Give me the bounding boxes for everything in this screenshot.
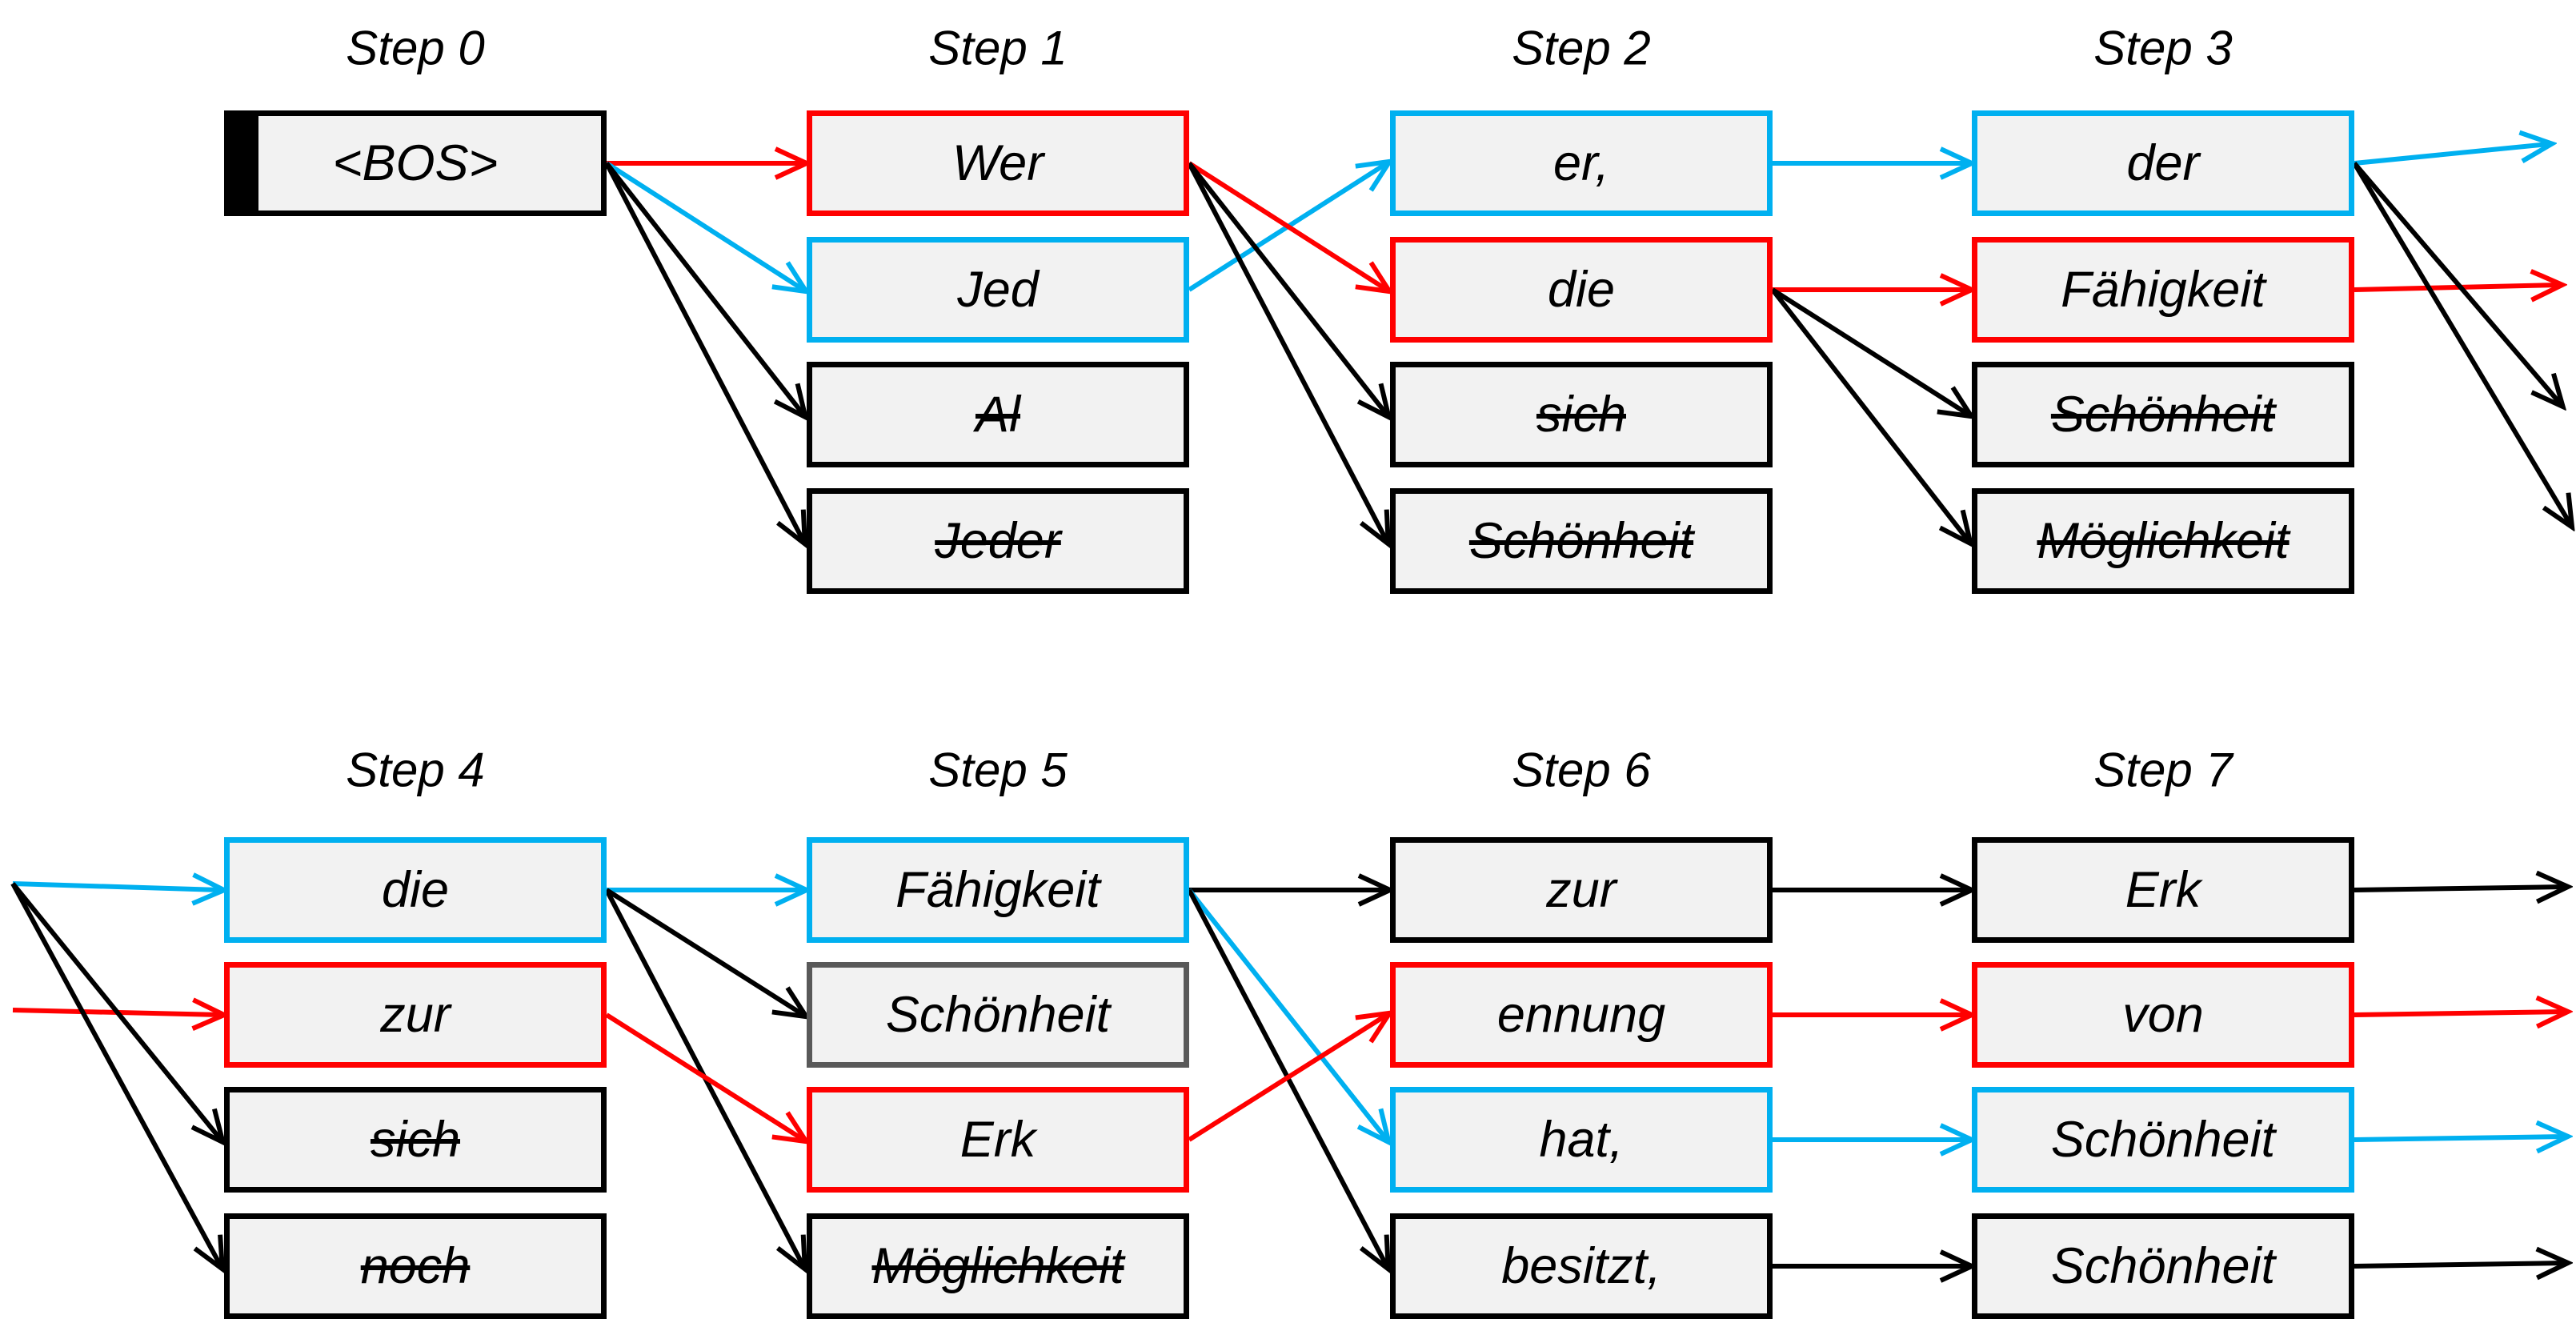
token-text: Fähigkeit [895, 862, 1100, 918]
token-box-s1-r1: Jed [807, 237, 1189, 343]
token-box-s3-r0: der [1972, 110, 2354, 216]
arrow-black-s3r0-exit-2 [2352, 162, 2561, 404]
step-label-0: Step 0 [346, 21, 485, 75]
token-box-s4-r0: die [224, 837, 607, 943]
token-box-s3-r1: Fähigkeit [1972, 237, 2354, 343]
token-box-s2-r2: sich [1390, 362, 1773, 467]
token-text: die [381, 862, 450, 918]
arrow-blue-s1r1-to-s2r0 [1188, 163, 1387, 292]
step-label-1: Step 1 [928, 21, 1068, 75]
bos-start-bar [230, 116, 258, 210]
token-text: Möglichkeit [2037, 513, 2290, 569]
token-text: der [2126, 135, 2200, 191]
token-text: Schönheit [1468, 513, 1694, 569]
token-text: Wer [951, 135, 1044, 191]
token-box-s7-r3: Schönheit [1972, 1213, 2354, 1319]
token-text: Jeder [935, 513, 1061, 569]
token-box-s5-r2: Erk [807, 1087, 1189, 1193]
token-text: Schönheit [2050, 1238, 2276, 1294]
token-box-s5-r1: Schönheit [807, 962, 1189, 1068]
arrow-blue-entry-to-s4r0 [12, 884, 221, 890]
token-text: Jed [957, 262, 1039, 318]
arrow-black-s1r0-to-s2r2 [1187, 162, 1387, 415]
token-text: zur [380, 987, 451, 1043]
token-box-s6-r0: zur [1390, 837, 1773, 943]
token-text: von [2122, 987, 2204, 1043]
arrow-blue-s5r0-to-s6r2 [1187, 888, 1387, 1140]
token-text: Erk [959, 1112, 1036, 1168]
step-label-7: Step 7 [2093, 743, 2233, 797]
arrow-black-s0r0-to-s1r3 [604, 162, 803, 541]
token-box-s4-r1: zur [224, 962, 607, 1068]
arrow-black-s5r0-to-s6r3 [1187, 888, 1387, 1266]
arrow-black-s4r0-to-s5r3 [604, 888, 803, 1266]
arrow-black-entry-to-s4r3 [10, 882, 221, 1266]
arrow-black-s7r0-exit-4 [2354, 887, 2565, 890]
token-text: Erk [2125, 862, 2201, 918]
token-box-s6-r3: besitzt, [1390, 1213, 1773, 1319]
token-box-s4-r3: noch [224, 1213, 607, 1319]
token-box-s2-r0: er, [1390, 110, 1773, 216]
arrow-black-s2r1-to-s3r2 [1771, 287, 1969, 415]
token-box-s1-r0: Wer [807, 110, 1189, 216]
step-label-6: Step 6 [1512, 743, 1651, 797]
token-text: ennung [1496, 987, 1666, 1043]
token-text: hat, [1539, 1112, 1624, 1168]
token-text: noch [360, 1238, 471, 1294]
token-text: <BOS> [332, 135, 499, 191]
token-box-s3-r3: Möglichkeit [1972, 488, 2354, 594]
token-text: Möglichkeit [871, 1238, 1124, 1294]
token-text: Schönheit [885, 987, 1111, 1043]
arrow-black-entry-to-s4r2 [10, 882, 221, 1140]
step-label-4: Step 4 [346, 743, 485, 797]
token-box-s6-r2: hat, [1390, 1087, 1773, 1193]
token-box-s7-r0: Erk [1972, 837, 2354, 943]
arrow-red-s3r1-exit-1 [2354, 285, 2559, 290]
step-label-2: Step 2 [1512, 21, 1651, 75]
token-text: sich [1536, 387, 1627, 443]
arrow-red-s5r2-to-s6r1 [1188, 1015, 1387, 1142]
token-box-s2-r1: die [1390, 237, 1773, 343]
token-box-s1-r2: Al [807, 362, 1189, 467]
token-text: zur [1546, 862, 1617, 918]
arrow-red-s1r0-to-s2r1 [1188, 161, 1387, 290]
token-box-s4-r2: sich [224, 1087, 607, 1193]
token-text: besitzt, [1501, 1238, 1661, 1294]
arrow-blue-s3r0-exit-0 [2354, 144, 2549, 166]
arrow-black-s3r0-exit-3 [2352, 162, 2570, 524]
token-text: Schönheit [2050, 387, 2276, 443]
arrow-blue-s7r2-exit-6 [2354, 1137, 2565, 1140]
token-box-s3-r2: Schönheit [1972, 362, 2354, 467]
arrow-black-s2r1-to-s3r3 [1770, 288, 1969, 541]
arrow-blue-s0r0-to-s1r1 [605, 161, 803, 290]
token-text: sich [370, 1112, 461, 1168]
token-box-s5-r3: Möglichkeit [807, 1213, 1189, 1319]
step-label-3: Step 3 [2093, 21, 2233, 75]
token-box-s2-r3: Schönheit [1390, 488, 1773, 594]
arrow-black-s4r0-to-s5r1 [605, 888, 803, 1015]
token-text: Al [975, 387, 1021, 443]
arrow-black-s1r0-to-s2r3 [1187, 162, 1387, 541]
token-text: Fähigkeit [2061, 262, 2266, 318]
token-box-s5-r0: Fähigkeit [807, 837, 1189, 943]
token-box-s7-r1: von [1972, 962, 2354, 1068]
token-box-s7-r2: Schönheit [1972, 1087, 2354, 1193]
token-text: Schönheit [2050, 1112, 2276, 1168]
token-box-s0-r0: <BOS> [224, 110, 607, 216]
step-label-5: Step 5 [928, 743, 1068, 797]
token-box-s6-r1: ennung [1390, 962, 1773, 1068]
token-text: er, [1552, 135, 1610, 191]
token-box-s1-r3: Jeder [807, 488, 1189, 594]
arrow-black-s0r0-to-s1r2 [604, 162, 803, 415]
arrow-red-s7r1-exit-5 [2354, 1012, 2565, 1015]
arrow-red-s4r1-to-s5r2 [605, 1012, 803, 1140]
token-text: die [1547, 262, 1616, 318]
arrow-black-s7r3-exit-7 [2354, 1263, 2565, 1266]
arrow-red-entry-to-s4r1 [12, 1010, 221, 1015]
